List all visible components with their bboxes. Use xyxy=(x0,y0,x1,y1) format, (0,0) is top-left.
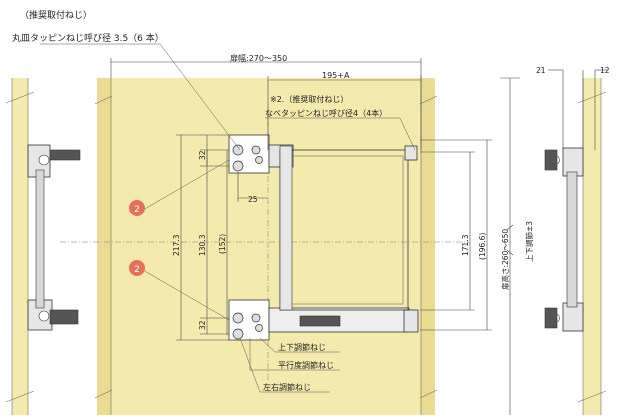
recommended-screw-right-1: ※2.（推奨取付ねじ） xyxy=(270,94,348,104)
callout-badge-1-label: 2 xyxy=(134,205,140,215)
dim-21: 21 xyxy=(536,66,546,75)
dim-171: 171.3 xyxy=(461,234,470,256)
adjust-vertical-label: 上下調節ねじ xyxy=(278,342,326,352)
dim-25: 25 xyxy=(248,195,258,204)
left-side-panel xyxy=(5,78,81,415)
hinge-bottom xyxy=(228,299,419,341)
leader-lines xyxy=(40,43,416,393)
callout-badge-2-label: 2 xyxy=(134,265,140,275)
door-width-dim: 扉幅:270～350 xyxy=(230,53,287,63)
frame xyxy=(279,145,418,311)
door-panel xyxy=(94,78,438,415)
dim-32-top: 32 xyxy=(198,150,207,160)
dim-152: (152) xyxy=(218,234,227,254)
right-side-view xyxy=(544,69,608,415)
dim-130: 130.3 xyxy=(198,234,207,256)
recommended-screw-right-2: なべタッピンねじ呼び径4（4本） xyxy=(265,108,387,118)
dim-196: (196.6) xyxy=(478,233,487,260)
dim-32-bottom: 32 xyxy=(198,320,207,330)
dim-217: 217.3 xyxy=(172,234,181,256)
adjust-height-dim: 上下調節±3 xyxy=(524,221,534,262)
adjust-lateral-label: 左右調節ねじ xyxy=(263,382,311,392)
recommended-screw-spec: 丸皿タッピンねじ呼び径 3.5（6 本） xyxy=(12,32,164,44)
dim-12: 12 xyxy=(600,66,610,75)
hinge-top xyxy=(228,134,294,174)
callout-badge-1 xyxy=(129,200,145,216)
adjust-parallel-label: 平行度調節ねじ xyxy=(278,360,334,370)
door-height-dim: 扉高さ:260～650 xyxy=(500,229,510,290)
recommended-screw-label: （推奨取付ねじ） xyxy=(20,9,92,21)
callout-badge-2 xyxy=(129,260,145,276)
vertical-dimensions xyxy=(176,77,520,415)
top-dimensions xyxy=(110,58,422,202)
offset-dim: 195+A xyxy=(322,71,350,80)
